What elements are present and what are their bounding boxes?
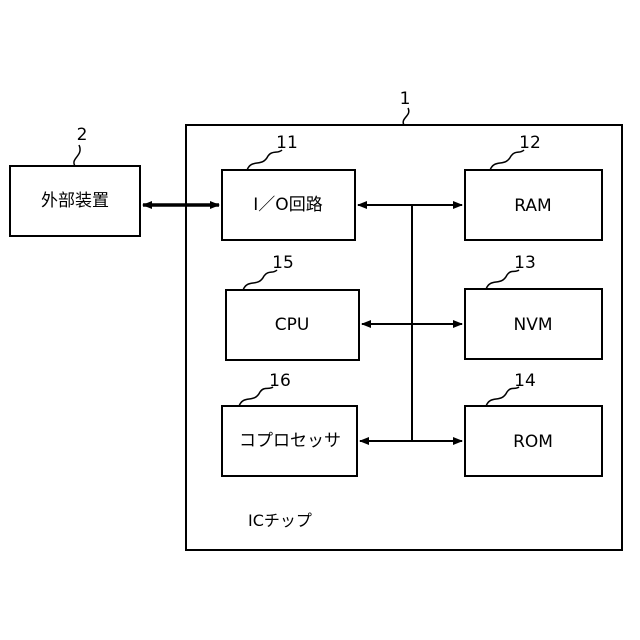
rom-label: ROM — [513, 432, 553, 452]
ram-label: RAM — [514, 196, 551, 216]
ref-numeral-chip: 1 — [400, 89, 411, 109]
ref-numeral-ram: 12 — [519, 133, 541, 153]
leader-coprocessor — [239, 387, 273, 406]
ref-numeral-io: 11 — [276, 133, 298, 153]
leader-external — [74, 145, 80, 166]
leader-chip — [403, 108, 409, 125]
external-device-label: 外部装置 — [41, 191, 109, 211]
coprocessor-label: コプロセッサ — [239, 431, 341, 451]
io-circuit-label: I／O回路 — [253, 195, 322, 215]
ref-numeral-cpu: 15 — [272, 253, 294, 273]
leader-io — [247, 150, 282, 170]
ref-numeral-nvm: 13 — [514, 253, 536, 273]
leader-cpu — [243, 270, 277, 290]
nvm-label: NVM — [513, 315, 552, 335]
ref-numeral-external: 2 — [77, 125, 88, 145]
ic-chip-label: ICチップ — [248, 511, 312, 530]
ic-chip-frame — [186, 125, 622, 550]
cpu-label: CPU — [275, 315, 310, 335]
leader-ram — [490, 150, 524, 170]
